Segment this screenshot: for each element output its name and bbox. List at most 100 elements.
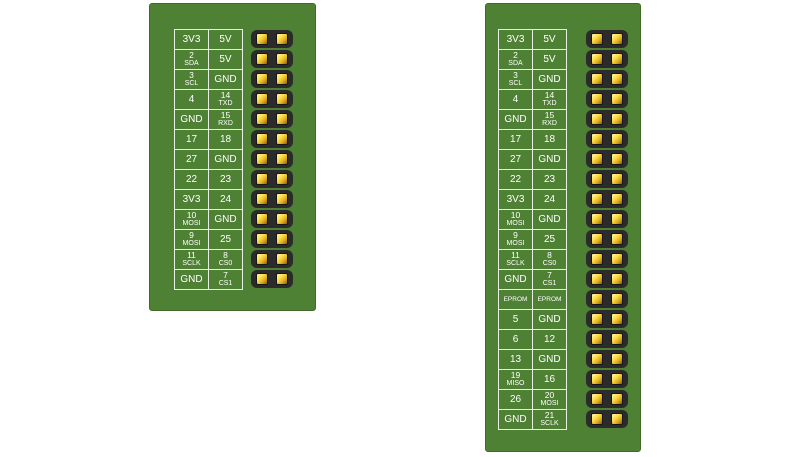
pin-label: 13 [509, 354, 522, 365]
header-pin [612, 234, 622, 244]
pin-pair-segment [586, 290, 628, 308]
header-pin [257, 34, 267, 44]
pin-label: 12 [543, 334, 556, 345]
header-pin [257, 274, 267, 284]
pin-header-connector [586, 30, 628, 428]
pin-label-cell: 4 [175, 90, 209, 110]
header-pin [277, 74, 287, 84]
pin-label: 3V3 [182, 34, 201, 45]
header-pin [592, 314, 602, 324]
pin-label: 4 [188, 94, 195, 105]
pin-label: EPROM [537, 296, 562, 303]
pin-pair-segment [586, 270, 628, 288]
pin-label: 17 [509, 134, 522, 145]
pin-label-cell: 5V [533, 50, 567, 70]
header-pin [592, 94, 602, 104]
pin-label-cell: GND [209, 210, 243, 230]
header-pin [592, 54, 602, 64]
pin-label: GND [504, 114, 527, 125]
pin-pair-segment [586, 110, 628, 128]
pin-sublabel: CS1 [542, 279, 557, 287]
header-pin [592, 154, 602, 164]
pin-label: 3 [189, 70, 194, 81]
pin-label: 17 [185, 134, 198, 145]
pin-label: 15 [220, 110, 231, 121]
pin-label: 3V3 [506, 34, 525, 45]
pin-label-cell: 6 [499, 330, 533, 350]
pin-sublabel: SCLK [182, 259, 201, 267]
pin-pair-segment [251, 190, 293, 208]
pin-label-cell: 22 [499, 170, 533, 190]
pin-label-cell: EPROM [499, 290, 533, 310]
pin-label-cell: 18 [533, 130, 567, 150]
header-pin [257, 54, 267, 64]
pin-pair-segment [251, 110, 293, 128]
pin-label: 22 [509, 174, 522, 185]
pin-label: 9 [189, 230, 194, 241]
pin-label-cell: 17 [175, 130, 209, 150]
pin-sublabel: SCLK [540, 419, 559, 427]
header-pin [257, 134, 267, 144]
pin-label: 22 [185, 174, 198, 185]
pin-sublabel: MOSI [506, 219, 525, 227]
pin-pair-segment [251, 50, 293, 68]
pin-pair-segment [586, 170, 628, 188]
pin-sublabel: CS0 [542, 259, 557, 267]
pin-label: GND [214, 74, 237, 85]
pin-label: 9 [513, 230, 518, 241]
header-pin [612, 174, 622, 184]
pin-label-cell: EPROM [533, 290, 567, 310]
header-pin [592, 334, 602, 344]
pin-label-cell: 16 [533, 370, 567, 390]
pin-sublabel: SCL [184, 79, 199, 87]
header-pin [277, 134, 287, 144]
pin-sublabel: MISO [506, 379, 525, 387]
header-pin [612, 94, 622, 104]
pin-pair-segment [586, 330, 628, 348]
pin-label: GND [538, 154, 561, 165]
header-pin [257, 74, 267, 84]
pin-sublabel: RXD [218, 119, 233, 127]
pin-label-cell: 25 [209, 230, 243, 250]
header-pin [277, 94, 287, 104]
pin-pair-segment [251, 130, 293, 148]
header-pin [612, 354, 622, 364]
pin-label: 11 [511, 250, 520, 261]
pin-label: 4 [512, 94, 519, 105]
pin-sublabel: SCL [508, 79, 523, 87]
header-pin [592, 134, 602, 144]
header-pin [257, 234, 267, 244]
pin-label: 3 [513, 70, 518, 81]
pin-label-cell: GND [499, 410, 533, 430]
header-pin [592, 254, 602, 264]
pin-label: 18 [219, 134, 232, 145]
pin-sublabel: SCLK [506, 259, 525, 267]
pin-pair-segment [586, 130, 628, 148]
pin-pair-segment [586, 190, 628, 208]
pin-label-cell: GND [499, 110, 533, 130]
header-pin [612, 114, 622, 124]
pin-label: GND [538, 74, 561, 85]
pin-pair-segment [251, 150, 293, 168]
pin-pair-segment [586, 70, 628, 88]
pin-label: GND [538, 354, 561, 365]
pin-sublabel: CS0 [218, 259, 233, 267]
pin-label: GND [180, 114, 203, 125]
pin-label-cell: GND [533, 350, 567, 370]
header-pin [592, 394, 602, 404]
pin-label-cell: 24 [533, 190, 567, 210]
pin-label: 11 [187, 250, 196, 261]
pin-label: 21 [544, 410, 555, 421]
pin-label: 14 [220, 90, 231, 101]
